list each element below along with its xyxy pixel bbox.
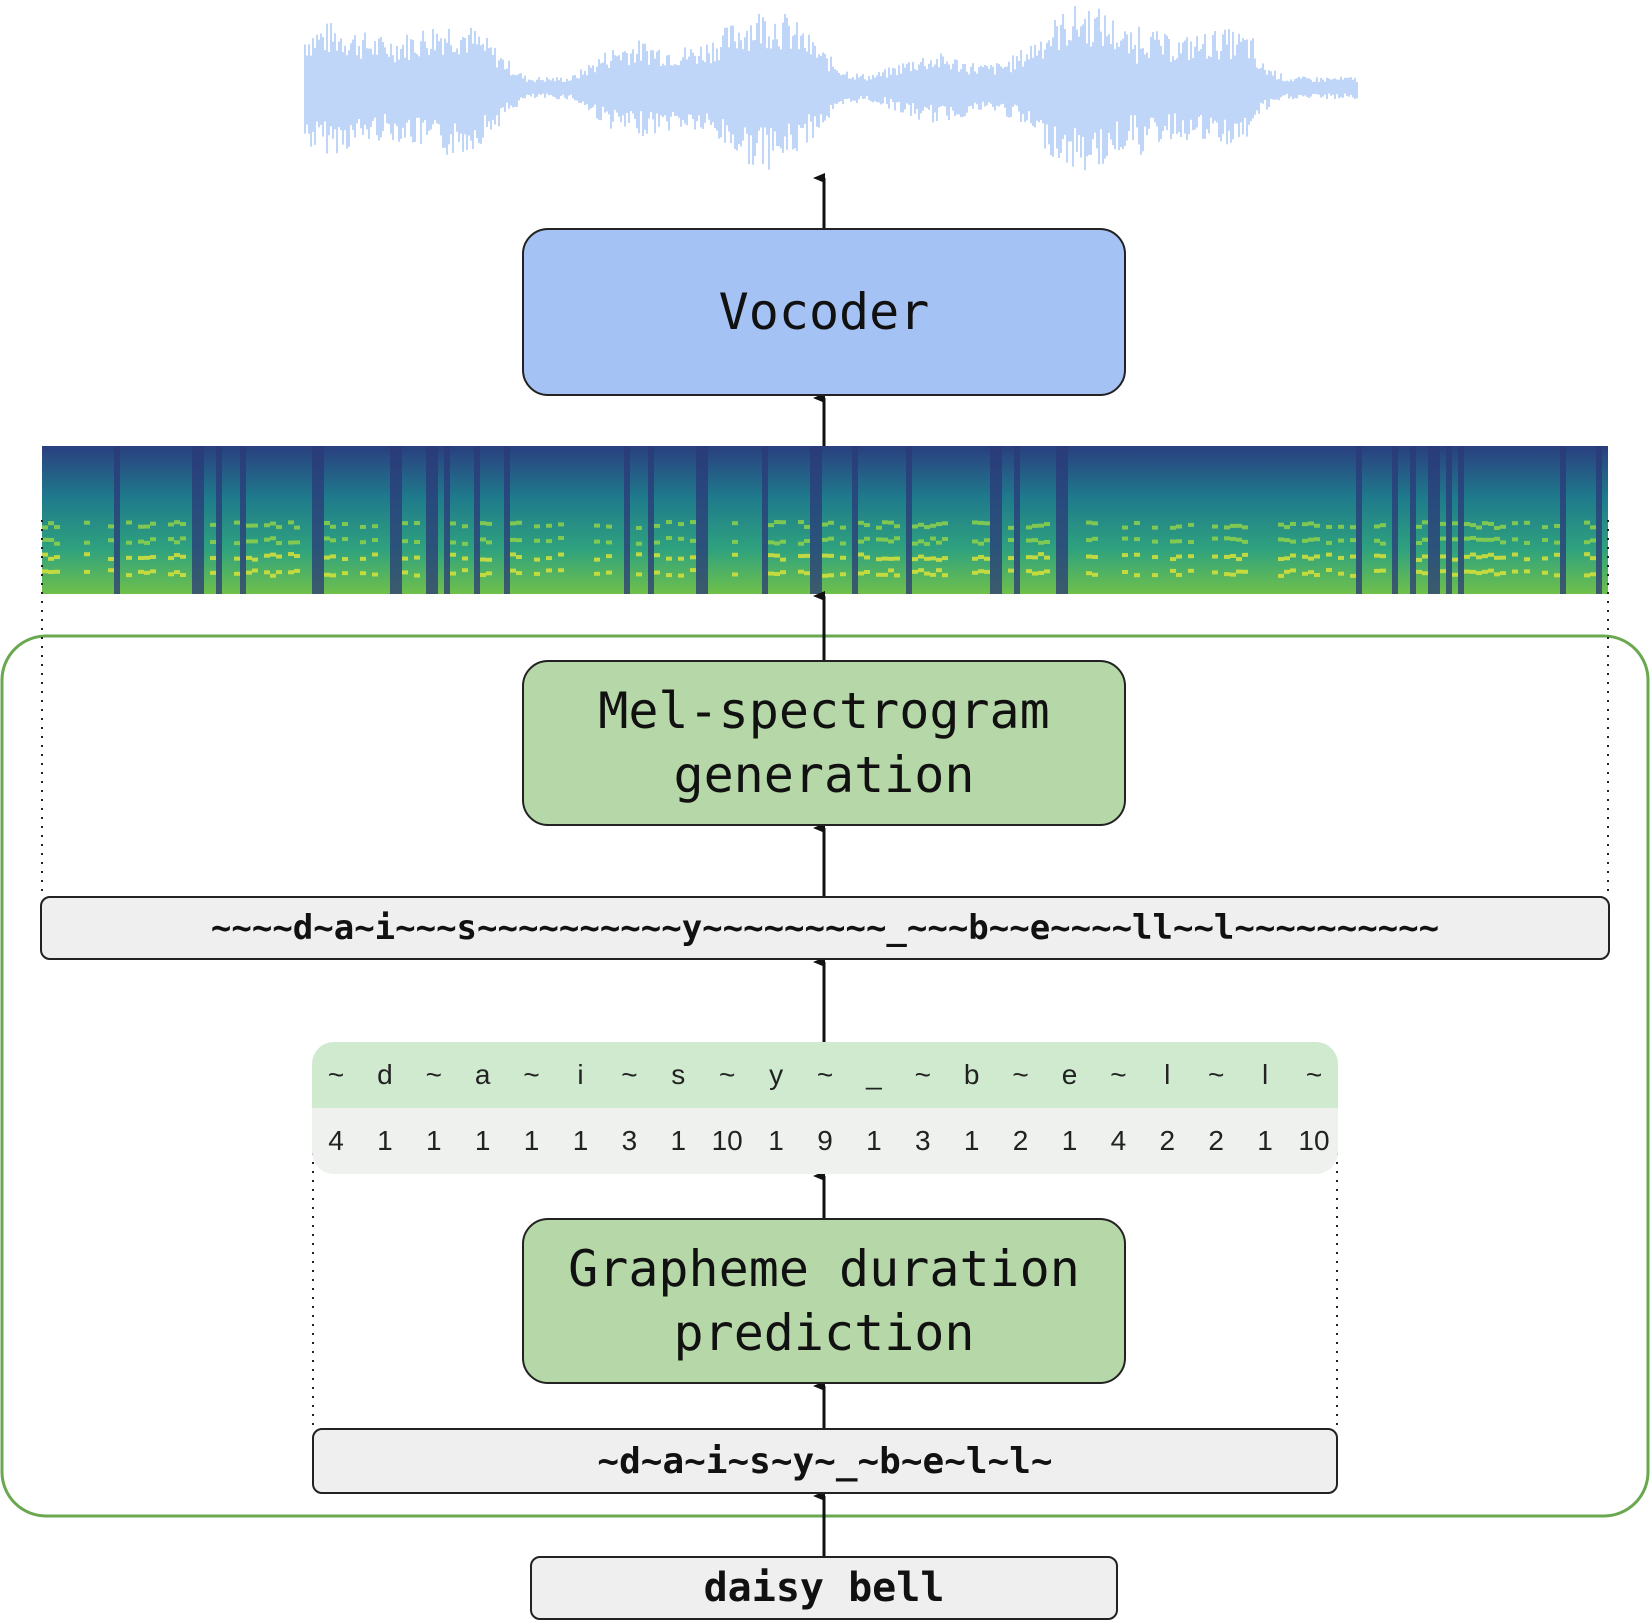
duration-cell: 1 [963,1125,980,1156]
waveform-image [304,6,1358,171]
grapheme-cell: ~ [425,1059,442,1090]
duration-cell: 1 [1061,1125,1078,1156]
duration-cell: 2 [1208,1125,1224,1156]
grapheme-cell: ~ [1208,1059,1225,1090]
duration-cell: 1 [866,1125,882,1156]
grapheme-cell: ~ [523,1059,540,1090]
duration-cell: 1 [1257,1125,1273,1156]
duration-cell: 1 [670,1125,687,1156]
duration-cell: 2 [1012,1125,1029,1156]
grapheme-cell: ~ [816,1059,834,1090]
vocoder-block: Vocoder [522,228,1126,396]
duration-cell: 1 [768,1125,784,1156]
grapheme-cell: ~ [1012,1059,1029,1090]
grapheme-cell: _ [866,1059,882,1090]
mel-spectrogram-image [42,446,1608,594]
grapheme-cell: i [577,1059,584,1090]
duration-cell: 3 [915,1125,931,1156]
grapheme-cell: b [963,1059,980,1090]
duration-cell: 1 [474,1125,491,1156]
expanded-grapheme-sequence: ~~~~d~a~i~~~s~~~~~~~~~~y~~~~~~~~~_~~~b~~… [40,896,1610,960]
grapheme-cell: y [769,1059,784,1090]
input-text-box: daisy bell [530,1556,1118,1620]
input-sequence-text: ~d~a~i~s~y~_~b~e~l~l~ [597,1440,1053,1482]
grapheme-duration-prediction-block: Grapheme duration prediction [522,1218,1126,1384]
duration-cell: 4 [328,1125,344,1156]
expanded-sequence-text: ~~~~d~a~i~~~s~~~~~~~~~~y~~~~~~~~~_~~~b~~… [210,908,1440,948]
duration-cell: 4 [1110,1125,1127,1156]
grapheme-cell: e [1061,1059,1078,1090]
grapheme-cell: ~ [1110,1059,1127,1090]
grapheme-cell: d [377,1059,393,1090]
duration-cell: 3 [621,1125,638,1156]
duration-cell: 1 [426,1125,442,1156]
vocoder-label: Vocoder [718,283,930,341]
grapheme-cell: ~ [719,1059,736,1090]
input-grapheme-sequence: ~d~a~i~s~y~_~b~e~l~l~ [312,1428,1338,1494]
grapheme-cell: a [474,1059,491,1090]
grapheme-cell: ~ [327,1059,345,1090]
input-text: daisy bell [703,1565,945,1611]
duration-cell: 10 [711,1125,743,1156]
grapheme-cell: l [1164,1059,1171,1090]
duration-cell: 9 [817,1125,833,1156]
mel-spectrogram-generation-block: Mel-spectrogram generation [522,660,1126,826]
duration-cell: 10 [1298,1125,1330,1156]
duration-prediction-label-line2: prediction [673,1304,975,1362]
duration-cell: 1 [377,1125,393,1156]
mel-generation-label-line1: Mel-spectrogram [598,682,1050,740]
grapheme-cell: s [671,1059,686,1090]
grapheme-cell: ~ [1305,1059,1323,1090]
duration-cell: 1 [523,1125,540,1156]
grapheme-cell: l [1261,1059,1269,1090]
grapheme-cell: ~ [621,1059,638,1090]
duration-cell: 2 [1159,1125,1176,1156]
duration-prediction-label-line1: Grapheme duration [568,1240,1080,1298]
grapheme-cell: ~ [914,1059,931,1090]
grapheme-row: ~ d ~ a ~ i ~ s ~ y ~ _ ~ b ~ e ~ l ~ l ~ [312,1042,1338,1108]
mel-generation-label-line2: generation [673,746,975,804]
duration-cell: 1 [572,1125,589,1156]
